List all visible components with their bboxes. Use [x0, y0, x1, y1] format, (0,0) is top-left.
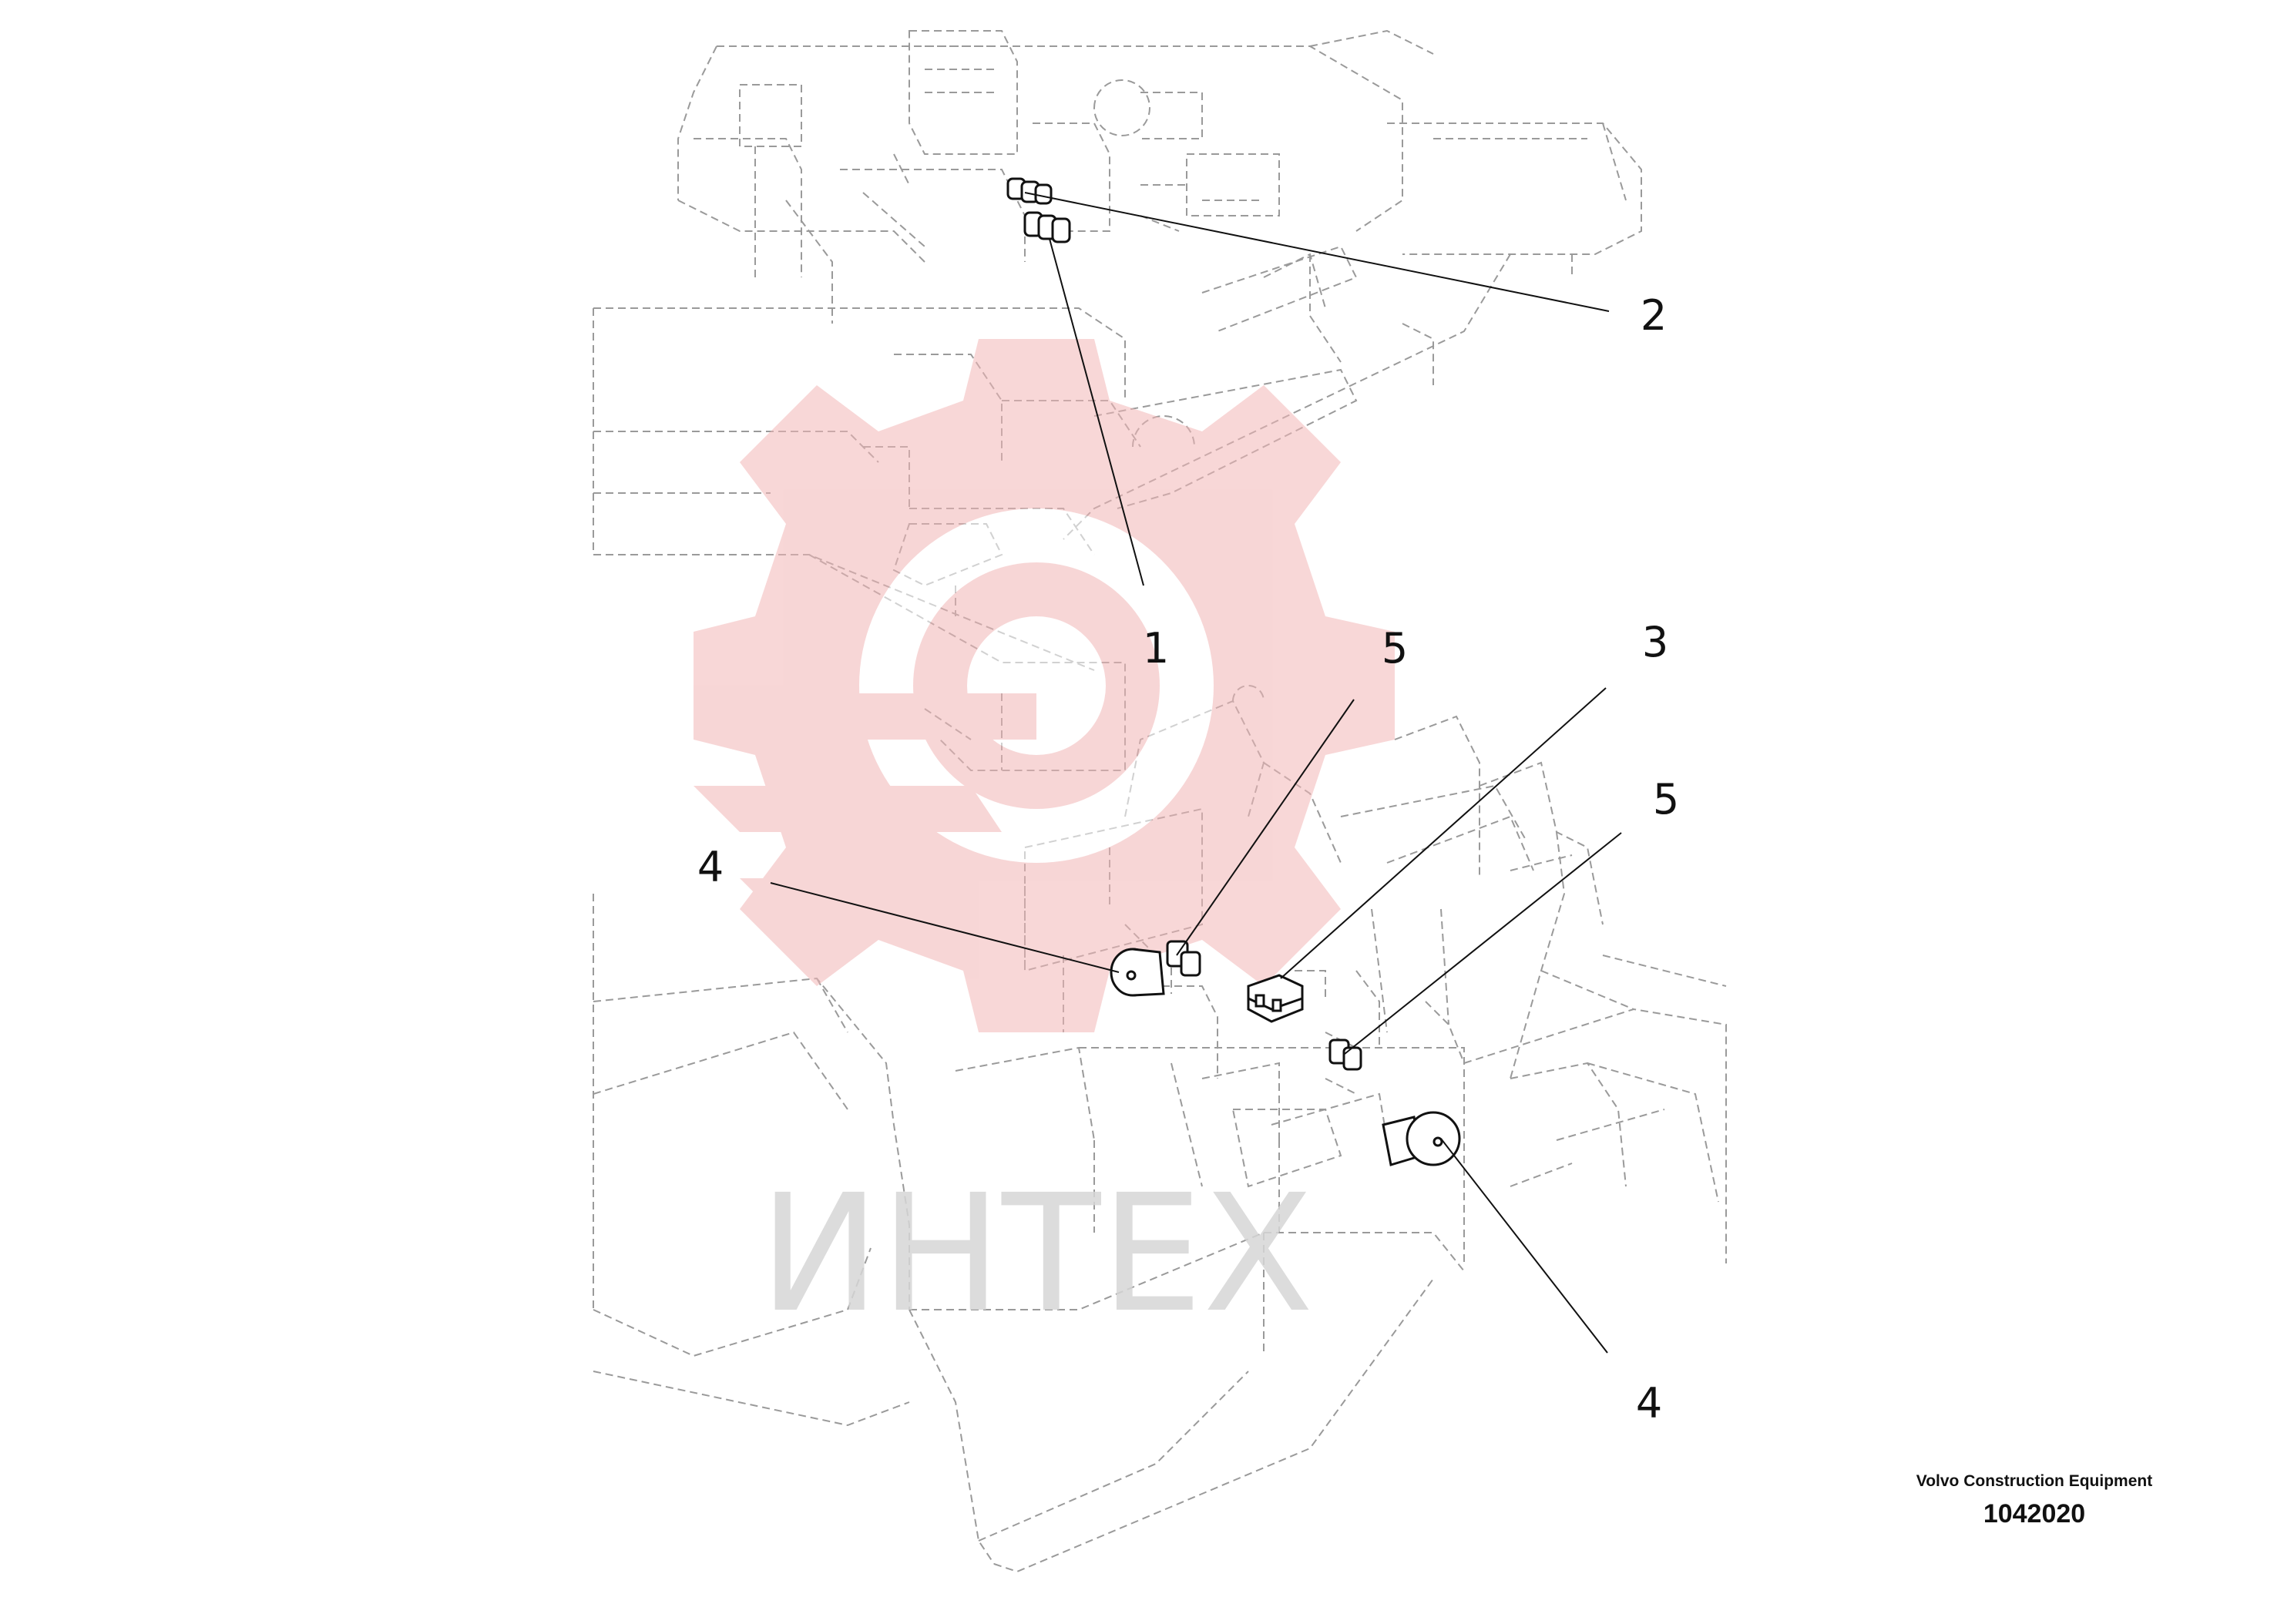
leader-2: [1024, 192, 1610, 312]
publisher-name: Volvo Construction Equipment: [1916, 1472, 2153, 1490]
callout-4-lower-label: 4: [1636, 1379, 1662, 1428]
leader-5-lower: [1344, 832, 1622, 1055]
part-3-relay-block[interactable]: [1247, 974, 1304, 1023]
publisher-block: Volvo Construction Equipment 1042020: [1903, 1471, 2165, 1529]
leader-lines: [770, 192, 1622, 1354]
part-1-connectors[interactable]: [1023, 211, 1071, 243]
part-4-solenoid-lower[interactable]: [1382, 1111, 1461, 1166]
drawing-number: 1042020: [1983, 1499, 2086, 1528]
callout-1-label: 1: [1143, 624, 1169, 673]
watermark-text: ИНТЕХ: [759, 1159, 1314, 1348]
leader-4-upper: [770, 882, 1120, 973]
part-2-connectors[interactable]: [1006, 177, 1053, 205]
callout-3-label: 3: [1642, 618, 1668, 666]
leader-4-lower: [1440, 1138, 1608, 1354]
leader-3: [1280, 687, 1607, 979]
leader-5-upper: [1176, 699, 1355, 956]
callout-4-upper-label: 4: [697, 843, 724, 891]
callout-5-upper-label: 5: [1382, 624, 1408, 673]
callout-2-label: 2: [1641, 291, 1667, 340]
part-5-relay-lower[interactable]: [1328, 1038, 1362, 1071]
leader-1: [1049, 238, 1144, 586]
part-4-solenoid-upper[interactable]: [1110, 948, 1165, 997]
gear-logo: [694, 339, 1395, 1032]
callout-5-lower-label: 5: [1653, 775, 1679, 824]
